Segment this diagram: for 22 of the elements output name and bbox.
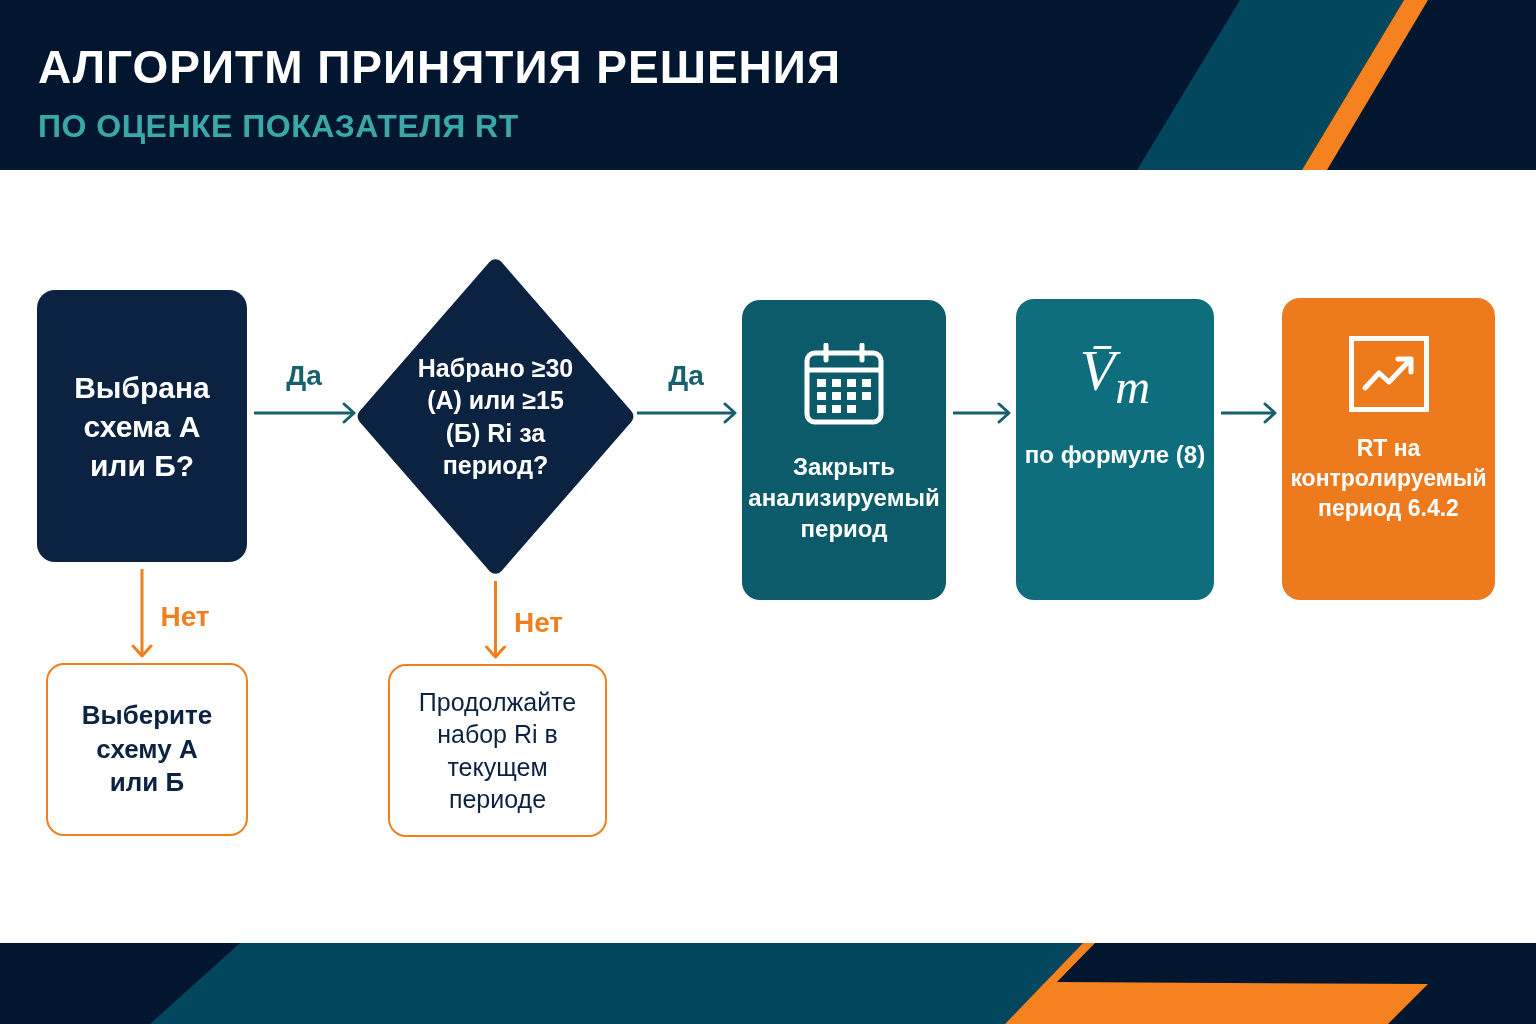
result-text: RT на контролируемый период 6.4.2 bbox=[1289, 434, 1488, 523]
formula: V̄$_{m}$ bbox=[1079, 339, 1151, 413]
instruction-box bbox=[46, 663, 248, 836]
step-text: Закрыть анализируемый период bbox=[747, 452, 941, 545]
instruction-text: Продолжайте набор Ri в текущем периоде bbox=[417, 686, 578, 815]
question-text: Набрано ≥30 (А) или ≥15 (Б) Ri за период? bbox=[416, 352, 575, 481]
subtitle: ПО ОЦЕНКЕ ПОКАЗАТЕЛЯ RT bbox=[38, 110, 519, 142]
arrow bbox=[636, 402, 737, 424]
step-text: по формуле (8) bbox=[1024, 439, 1206, 470]
instruction-text: Выберите схему А или Б bbox=[80, 698, 214, 800]
arrow bbox=[953, 402, 1011, 424]
process-box bbox=[742, 300, 946, 600]
title: АЛГОРИТМ ПРИНЯТИЯ РЕШЕНИЯ bbox=[38, 44, 841, 90]
arrow bbox=[254, 402, 356, 424]
arrow bbox=[485, 581, 506, 659]
result-box bbox=[1282, 298, 1495, 600]
process-box bbox=[1016, 299, 1214, 600]
arrow bbox=[131, 569, 153, 658]
arrow bbox=[1221, 402, 1277, 424]
decision-box bbox=[37, 290, 247, 562]
instruction-box bbox=[388, 664, 607, 837]
question-text: Выбрана схема А или Б? bbox=[73, 369, 211, 484]
